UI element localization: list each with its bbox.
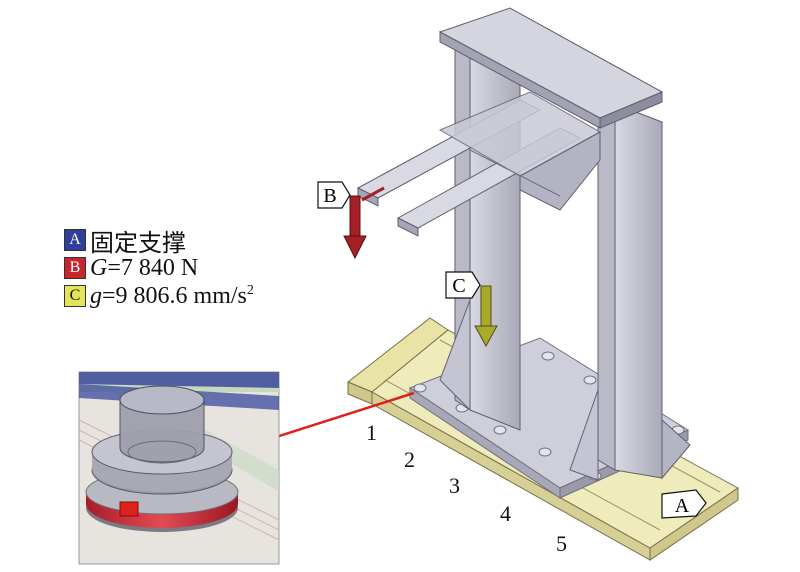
- cantilever-arms: [356, 91, 602, 237]
- legend-item-c: C g=9 806.6 mm/s2: [64, 282, 324, 310]
- position-label-1: 1: [366, 420, 377, 445]
- position-label-5: 5: [556, 531, 567, 556]
- gravity-arrow-c: [474, 285, 498, 348]
- svg-text:A: A: [675, 495, 690, 517]
- legend-swatch-b: B: [64, 257, 86, 279]
- position-label-2: 2: [404, 447, 415, 472]
- legend-label-c: g=9 806.6 mm/s2: [90, 282, 254, 309]
- callout-b: B: [317, 181, 351, 209]
- legend-label-a: 固定支撑: [90, 230, 186, 257]
- legend-swatch-c: C: [64, 285, 86, 307]
- position-label-4: 4: [500, 501, 511, 526]
- legend-swatch-a: A: [64, 229, 86, 251]
- legend-item-a: A 固定支撑: [64, 226, 324, 257]
- force-arrow-b: [343, 186, 385, 260]
- svg-text:B: B: [323, 185, 336, 207]
- callout-a: A: [661, 489, 707, 519]
- svg-text:C: C: [452, 275, 465, 297]
- legend-item-b: B G=7 840 N: [64, 254, 324, 282]
- position-label-3: 3: [449, 473, 460, 498]
- position-labels: 1 2 3 4 5: [366, 420, 567, 556]
- detail-inset: [78, 371, 280, 565]
- legend: A 固定支撑 B G=7 840 N C g=9 806.6 mm/s2: [64, 226, 324, 310]
- legend-label-b: G=7 840 N: [90, 254, 199, 281]
- callout-c: C: [445, 271, 481, 299]
